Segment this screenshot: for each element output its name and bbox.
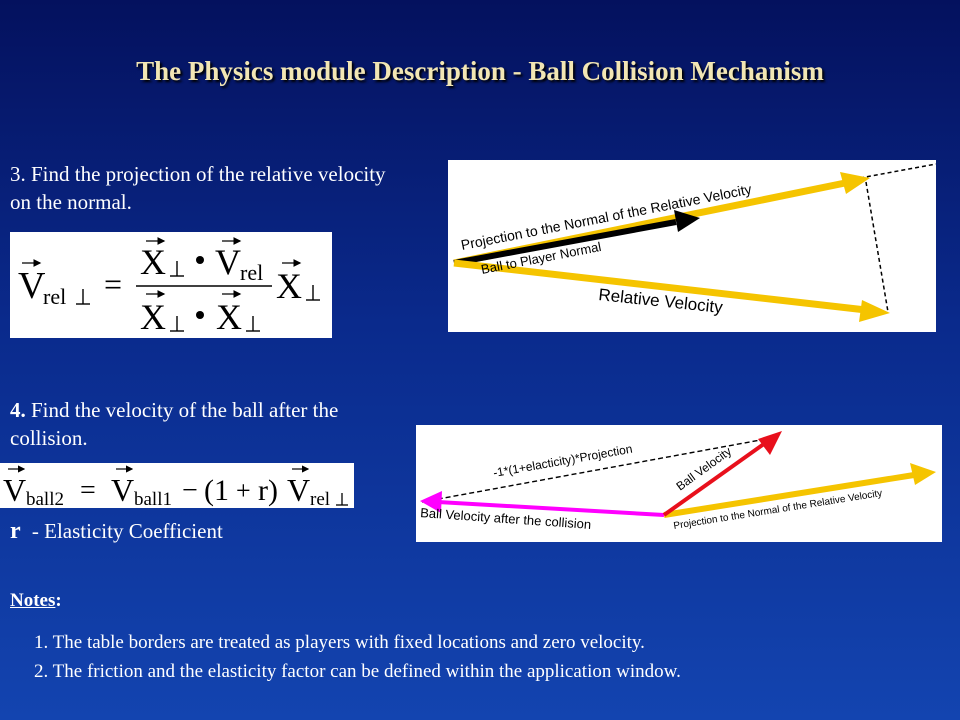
svg-text:(1: (1 (204, 474, 229, 507)
svg-text:V: V (287, 472, 310, 508)
perpendicular-icon (336, 493, 348, 506)
notes-heading-colon: : (55, 590, 62, 611)
elasticity-label: - Elasticity Coefficient (26, 519, 223, 543)
svg-text:X: X (216, 297, 242, 337)
slide-title: The Physics module Description - Ball Co… (136, 56, 824, 86)
svg-text:V: V (111, 472, 134, 508)
step-4-number: 4. (10, 398, 26, 422)
svg-text:X: X (276, 266, 302, 306)
svg-text:+: + (236, 476, 251, 505)
svg-text:rel: rel (310, 489, 330, 508)
projection-label: Projection to the Normal of the Relative… (460, 181, 753, 253)
step-3-text: 3. Find the projection of the relative v… (10, 162, 386, 214)
projection-equation-svg: V rel = X V rel X X X (18, 237, 320, 337)
perpendicular-icon (76, 289, 90, 305)
svg-text:X: X (140, 297, 166, 337)
svg-text:ball1: ball1 (134, 489, 172, 508)
svg-text:V: V (3, 472, 26, 508)
notes-heading-text: Notes (10, 590, 56, 611)
svg-text:V: V (18, 265, 46, 307)
elasticity-symbol: r (10, 518, 21, 544)
collision-velocity-diagram: -1*(1+elacticity)*Projection Ball Veloci… (416, 425, 942, 542)
svg-text:−: − (182, 475, 198, 506)
elasticity-legend: r - Elasticity Coefficient (10, 518, 223, 545)
velocity-after-collision-equation-svg: V ball2 = V ball1 − (1 + r) V rel (3, 465, 348, 510)
note-item: 2. The friction and the elasticity facto… (34, 661, 681, 682)
svg-text:X: X (140, 242, 166, 282)
relative-velocity-diagram-svg: Projection to the Normal of the Relative… (453, 163, 937, 322)
svg-text:rel: rel (43, 284, 66, 309)
projection-equation: V rel = X V rel X X X (10, 232, 332, 338)
step-4-text: 4. Find the velocity of the ball after t… (10, 396, 410, 452)
svg-text:=: = (80, 475, 96, 506)
note-item: 1. The table borders are treated as play… (34, 632, 645, 653)
svg-text:=: = (104, 266, 122, 302)
collision-velocity-diagram-svg: -1*(1+elacticity)*Projection Ball Veloci… (420, 431, 936, 532)
inverse-projection-label: -1*(1+elacticity)*Projection (492, 442, 633, 480)
dot-product-icon (196, 256, 204, 264)
step-4-body: Find the velocity of the ball after the … (10, 398, 339, 450)
svg-text:ball2: ball2 (26, 489, 64, 508)
relative-velocity-diagram: Projection to the Normal of the Relative… (448, 160, 937, 332)
notes-heading: Notes: (10, 590, 62, 612)
svg-text:V: V (215, 242, 241, 282)
svg-text:rel: rel (240, 260, 263, 285)
velocity-after-collision-equation: V ball2 = V ball1 − (1 + r) V rel (0, 463, 354, 510)
svg-text:r): r) (258, 474, 278, 507)
